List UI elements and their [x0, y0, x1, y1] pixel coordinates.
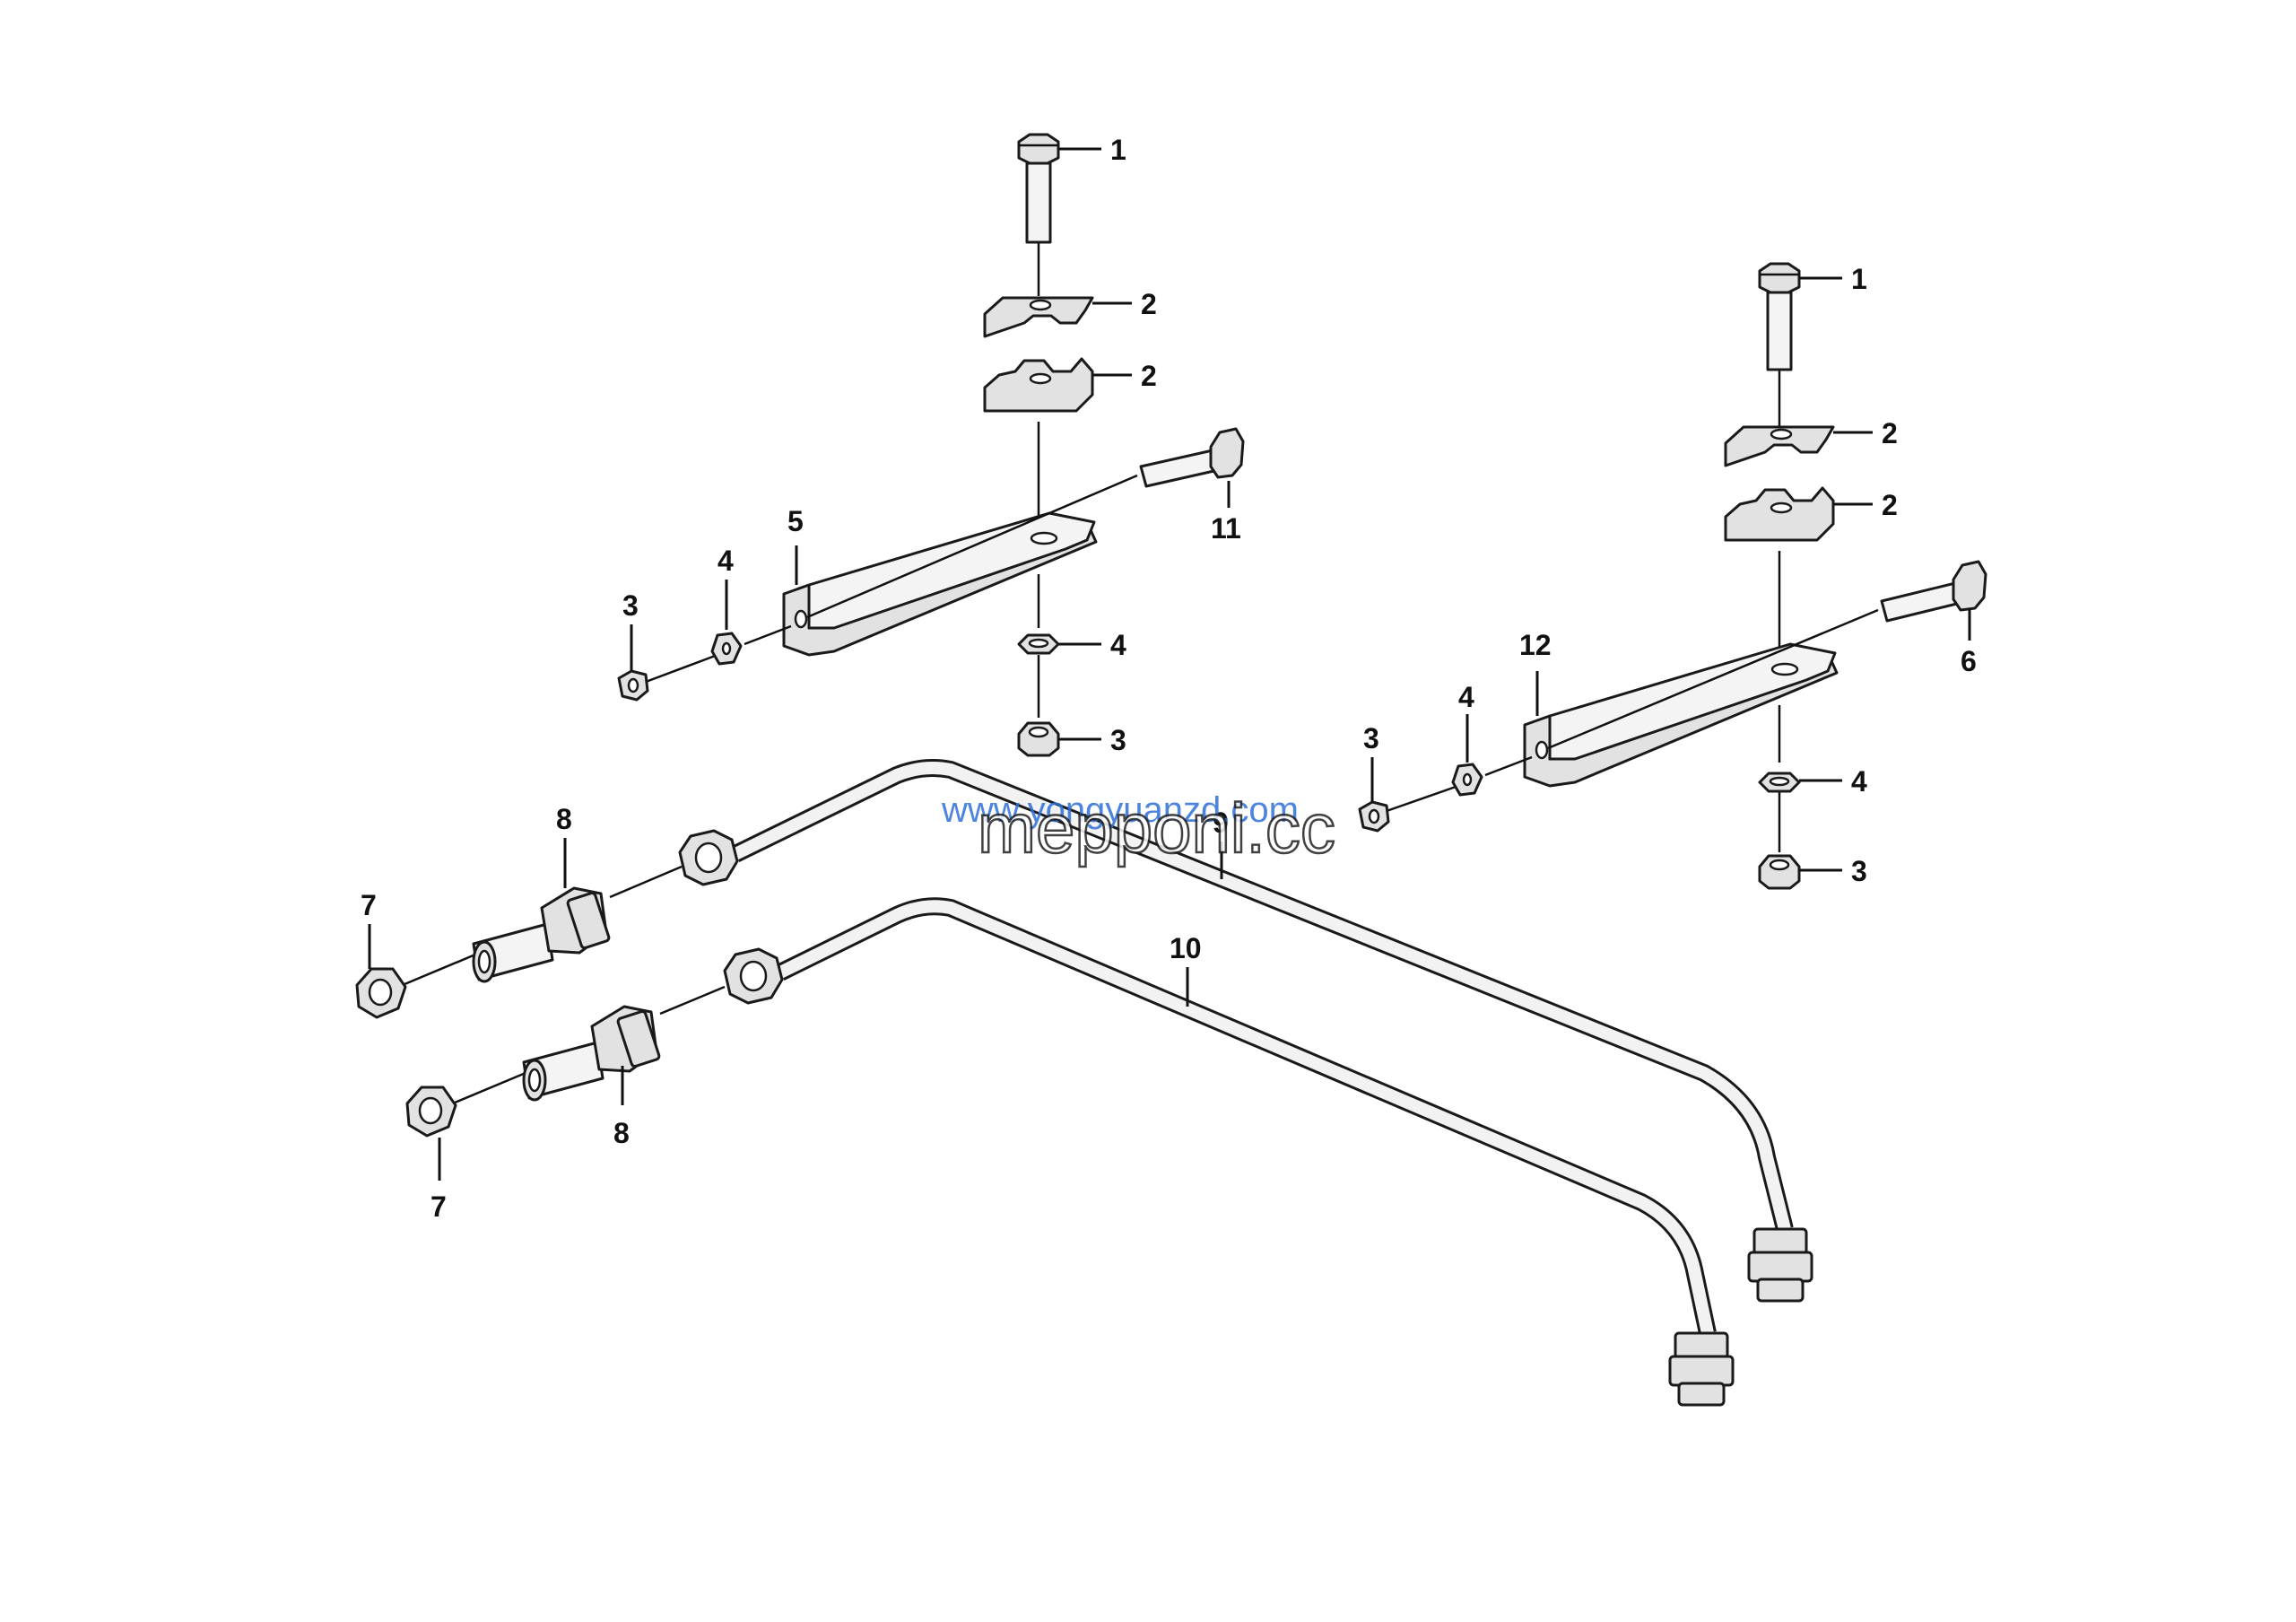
- callout-9: 9: [1213, 807, 1229, 839]
- callout-7-upper: 7: [361, 889, 377, 921]
- pipe-10: [723, 897, 1735, 1407]
- clamp-half-upper-left: [983, 296, 1094, 338]
- callout-4-right-a: 4: [1458, 681, 1474, 713]
- callout-1-right: 1: [1851, 263, 1867, 295]
- watermark-url: www.yongyuanzd.com: [941, 790, 1299, 830]
- nut-7-lower: [405, 1086, 457, 1138]
- callout-2-left-upper: 2: [1141, 288, 1157, 320]
- watermark: www.yongyuanzd.com mepponi.cc: [941, 788, 1336, 869]
- callout-8-lower: 8: [613, 1117, 630, 1149]
- left-bracket-assembly: [617, 133, 1245, 757]
- callout-11: 11: [1211, 512, 1241, 545]
- clamp-half-lower-left: [983, 357, 1094, 413]
- callout-numbers: 1 2 2 11 5 4 3 4 3 1 2 2 6 12 4 3 4 3 8 …: [361, 134, 1977, 1223]
- callout-3-left-a: 3: [622, 589, 639, 622]
- nut-7-upper: [355, 967, 407, 1019]
- callout-leaders: [368, 147, 1971, 1181]
- right-bracket-assembly: [1358, 262, 1987, 890]
- callout-5: 5: [787, 505, 804, 537]
- union-8-lower: [522, 1005, 661, 1102]
- callout-2-right-upper: 2: [1882, 417, 1898, 449]
- bolt-1-left: [1017, 133, 1060, 244]
- callout-12: 12: [1519, 629, 1552, 661]
- washer-4-right-b: [1758, 772, 1801, 793]
- callout-7-lower: 7: [430, 1190, 447, 1223]
- bolt-6: [1880, 560, 1987, 623]
- bolt-11: [1139, 427, 1245, 488]
- washer-4-right-a: [1451, 763, 1483, 797]
- callout-1-left: 1: [1110, 134, 1126, 166]
- union-8-upper: [472, 886, 611, 983]
- clamp-half-lower-right: [1724, 486, 1835, 542]
- callout-2-left-lower: 2: [1141, 360, 1157, 392]
- watermark-text: mepponi.cc: [978, 789, 1335, 868]
- clamp-half-upper-right: [1724, 425, 1835, 467]
- nut-3-right-a: [1358, 800, 1390, 833]
- callout-10: 10: [1170, 932, 1202, 964]
- callout-4-left-b: 4: [1110, 629, 1126, 661]
- nut-3-right-b: [1758, 854, 1801, 890]
- callout-6: 6: [1961, 645, 1977, 677]
- bolt-1-right: [1758, 262, 1801, 371]
- nut-3-left-a: [617, 669, 649, 702]
- pipe-9: [678, 759, 1813, 1303]
- washer-4-left-a: [710, 632, 743, 666]
- callout-2-right-lower: 2: [1882, 489, 1898, 521]
- callout-3-left-b: 3: [1110, 724, 1126, 756]
- callout-4-left-a: 4: [718, 545, 734, 577]
- bracket-5: [782, 511, 1098, 657]
- nut-3-left-b: [1017, 721, 1060, 757]
- washer-4-left-b: [1017, 633, 1060, 655]
- callout-3-right-a: 3: [1363, 722, 1379, 754]
- callout-4-right-b: 4: [1851, 765, 1867, 798]
- callout-3-right-b: 3: [1851, 855, 1867, 887]
- callout-8-upper: 8: [556, 803, 572, 835]
- bracket-12: [1523, 642, 1839, 788]
